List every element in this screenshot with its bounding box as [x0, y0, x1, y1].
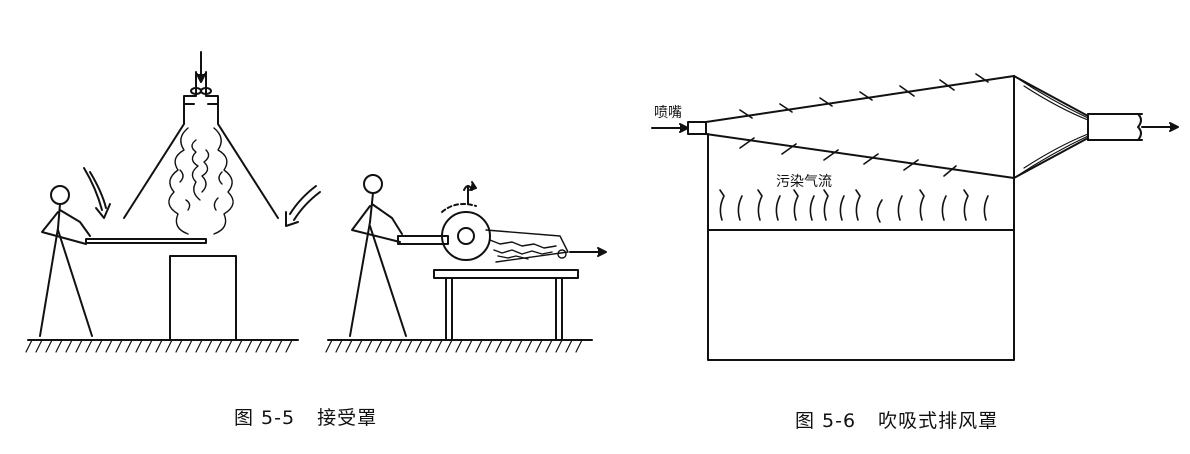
debris-stream — [485, 229, 569, 263]
workpiece-bar — [85, 238, 207, 244]
contaminated-airflow-label: 污染气流 — [776, 174, 832, 190]
jet-ticks — [739, 73, 989, 177]
figure-5-5-number: 图 5-5 — [234, 407, 296, 429]
ground-workpiece — [397, 235, 449, 245]
ground-hatching-right — [325, 339, 583, 353]
exhaust-cone — [1013, 75, 1089, 179]
figure-5-5-caption: 图 5-5 接受罩 — [234, 403, 377, 430]
grinding-wheel — [441, 203, 491, 261]
contaminated-airflow-lines — [719, 189, 989, 223]
heat-plume — [168, 127, 234, 235]
exhaust-arrow-up — [196, 51, 206, 83]
jet-upper-boundary — [705, 75, 1015, 123]
worker-figure-left — [39, 185, 93, 337]
push-pull-hood-diagram — [651, 73, 1179, 361]
ground-hatching-left — [25, 339, 293, 353]
outflow-arrow — [1141, 122, 1179, 132]
receiving-hood — [123, 71, 279, 219]
figure-5-6-number: 图 5-6 — [795, 410, 857, 432]
exhaust-duct — [1087, 113, 1143, 141]
figure-5-6-caption: 图 5-6 吹吸式排风罩 — [795, 406, 998, 433]
induction-arrow-right — [285, 185, 321, 227]
induction-arrow-left — [83, 167, 111, 219]
figure-5-6-title: 吹吸式排风罩 — [878, 410, 999, 432]
exhaust-arrow-right — [569, 247, 607, 257]
receiving-hood-scene-left — [25, 51, 321, 353]
worker-figure-right — [349, 174, 407, 337]
nozzle — [651, 121, 707, 135]
jet-lower-boundary — [705, 133, 1015, 179]
nozzle-label: 喷嘴 — [654, 105, 682, 121]
rotation-arrow — [463, 181, 477, 205]
grinder-table — [433, 269, 579, 341]
tank-body — [707, 229, 1015, 361]
receiving-hood-scene-right — [325, 174, 607, 353]
figure-5-5-title: 接受罩 — [317, 407, 378, 429]
work-pedestal — [169, 255, 237, 341]
